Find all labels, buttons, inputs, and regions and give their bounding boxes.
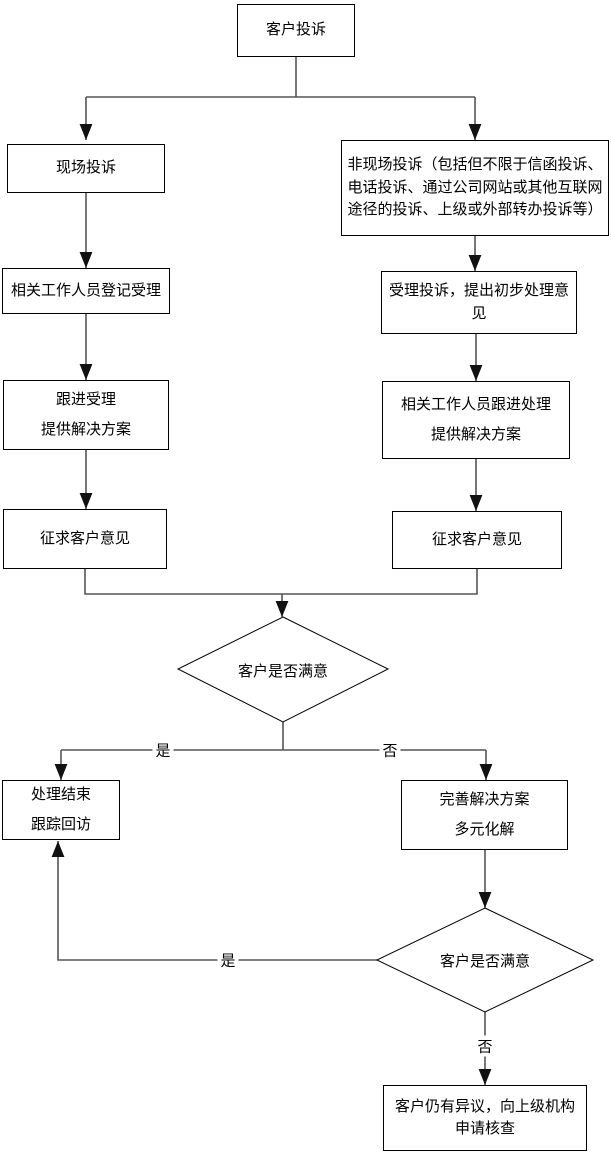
edge-label-no-2: 否 <box>474 1035 496 1057</box>
node-follow-up-accept: 跟进受理 提供解决方案 <box>3 380 169 450</box>
node-staff-follow-up: 相关工作人员跟进处理 提供解决方案 <box>382 381 570 459</box>
node-offsite-complaint: 非现场投诉（包括但不限于信函投诉、电话投诉、通过公司网站或其他互联网途径的投诉、… <box>341 140 609 236</box>
node-accept-initial-opinion: 受理投诉，提出初步处理意见 <box>381 271 577 334</box>
edge-label-yes-2: 是 <box>217 949 239 971</box>
edge-merge-right <box>282 569 478 595</box>
decision2-label: 客户是否满意 <box>439 952 530 970</box>
node-register-accept: 相关工作人员登记受理 <box>2 268 170 314</box>
node-improve-solution: 完善解决方案 多元化解 <box>401 780 568 850</box>
edge-label-no-1: 否 <box>379 739 401 761</box>
node-ask-customer-left: 征求客户意见 <box>3 509 167 569</box>
node-ask-customer-right: 征求客户意见 <box>392 511 562 569</box>
node-end-follow-visit: 处理结束 跟踪回访 <box>2 780 120 840</box>
edge-yes2-loop <box>51 841 377 961</box>
decision1-label: 客户是否满意 <box>237 662 328 680</box>
node-customer-complaint: 客户投诉 <box>237 4 355 57</box>
node-escalate-verification: 客户仍有异议，向上级机构申请核查 <box>383 1085 587 1151</box>
node-onsite-complaint: 现场投诉 <box>7 144 165 193</box>
edge-merge-left <box>84 569 282 595</box>
edge-label-yes-1: 是 <box>152 739 174 761</box>
